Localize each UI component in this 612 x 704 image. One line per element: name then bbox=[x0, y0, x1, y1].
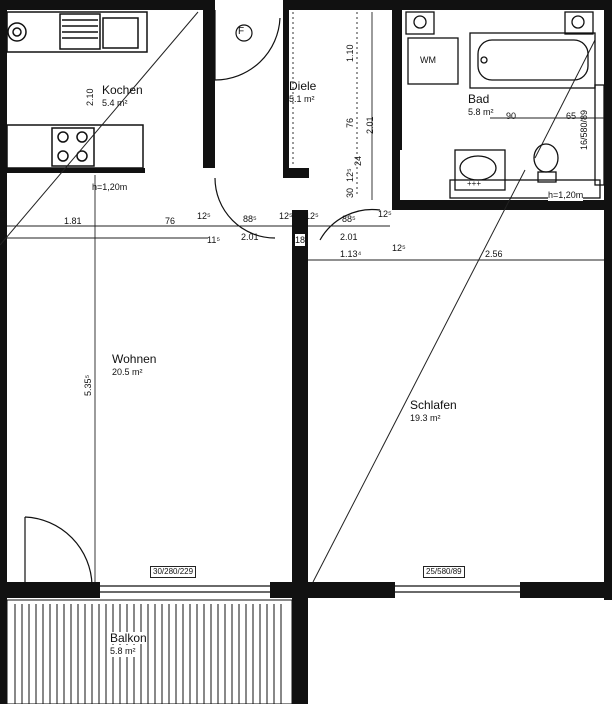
room-name-bad: Bad bbox=[468, 92, 490, 106]
dim-label: 5.35⁵ bbox=[83, 374, 93, 396]
window-tag-wohnen: 30/280/229 bbox=[150, 566, 197, 578]
dimension-lines bbox=[7, 12, 604, 582]
bathroom-fixtures bbox=[405, 11, 605, 199]
dim-label: 12⁵ bbox=[305, 211, 319, 221]
room-area-diele: 5.1 m² bbox=[289, 94, 315, 104]
dim-label: 1.81 bbox=[64, 216, 82, 226]
diagonal-lines bbox=[0, 11, 596, 583]
room-area-kochen: 5.4 m² bbox=[102, 98, 128, 108]
bad-height-label: h=1,20m bbox=[548, 189, 584, 201]
room-area-wohnen: 20.5 m² bbox=[112, 367, 143, 377]
dim-label: 12⁵ bbox=[392, 243, 406, 253]
sink-marks: +++ bbox=[467, 179, 482, 188]
dim-ticks-vertical bbox=[292, 12, 358, 196]
dim-label: 65 bbox=[566, 111, 577, 121]
room-name-kochen: Kochen bbox=[102, 83, 143, 97]
dim-label: 76 bbox=[165, 216, 176, 226]
kitchen-height-label: h=1,20m bbox=[92, 182, 128, 192]
dim-label: 18 bbox=[295, 234, 306, 246]
dim-label: 30 bbox=[345, 187, 355, 198]
room-name-wohnen: Wohnen bbox=[112, 352, 157, 366]
room-name-diele: Diele bbox=[289, 79, 317, 93]
section-marker: B bbox=[0, 210, 7, 220]
dim-label: 11⁵ bbox=[207, 235, 221, 245]
dim-label: 76 bbox=[345, 117, 355, 128]
dim-label: 2.56 bbox=[485, 249, 503, 259]
dim-label: 12⁵ bbox=[197, 211, 211, 221]
dim-label: 2.01 bbox=[241, 232, 259, 242]
dim-label: 12⁵ bbox=[345, 168, 355, 182]
room-area-bad: 5.8 m² bbox=[468, 107, 494, 117]
dim-label: 2.01 bbox=[340, 232, 358, 242]
dim-label: 12⁵ bbox=[279, 211, 293, 221]
kitchen-counter bbox=[6, 11, 148, 169]
dim-label: 1.10 bbox=[345, 44, 355, 62]
dim-label: 12⁵ bbox=[378, 209, 392, 219]
room-area-schlafen: 19.3 m² bbox=[410, 413, 441, 423]
dim-label: 1.13⁴ bbox=[340, 249, 362, 259]
dim-label: 88⁵ bbox=[342, 214, 356, 224]
dim-label: 88⁵ bbox=[243, 214, 257, 224]
dim-label: 2.01 bbox=[365, 116, 375, 134]
room-area-balkon: 5.8 m² bbox=[110, 645, 136, 657]
dim-label: 24 bbox=[353, 155, 363, 166]
diele-door bbox=[214, 10, 381, 241]
wohnen-door bbox=[24, 516, 520, 593]
window-tag-bad: 16/580/89 bbox=[579, 109, 589, 150]
dim-label: 2.10 bbox=[85, 88, 95, 106]
window-tag-schlafen: 25/580/89 bbox=[423, 566, 465, 578]
room-name-schlafen: Schlafen bbox=[410, 398, 457, 412]
room-name-balkon: Balkon bbox=[110, 631, 147, 645]
fridge-label: F bbox=[238, 26, 245, 37]
dim-label: 90 bbox=[506, 111, 517, 121]
washing-machine-label: WM bbox=[420, 55, 436, 65]
balcony bbox=[6, 599, 293, 704]
